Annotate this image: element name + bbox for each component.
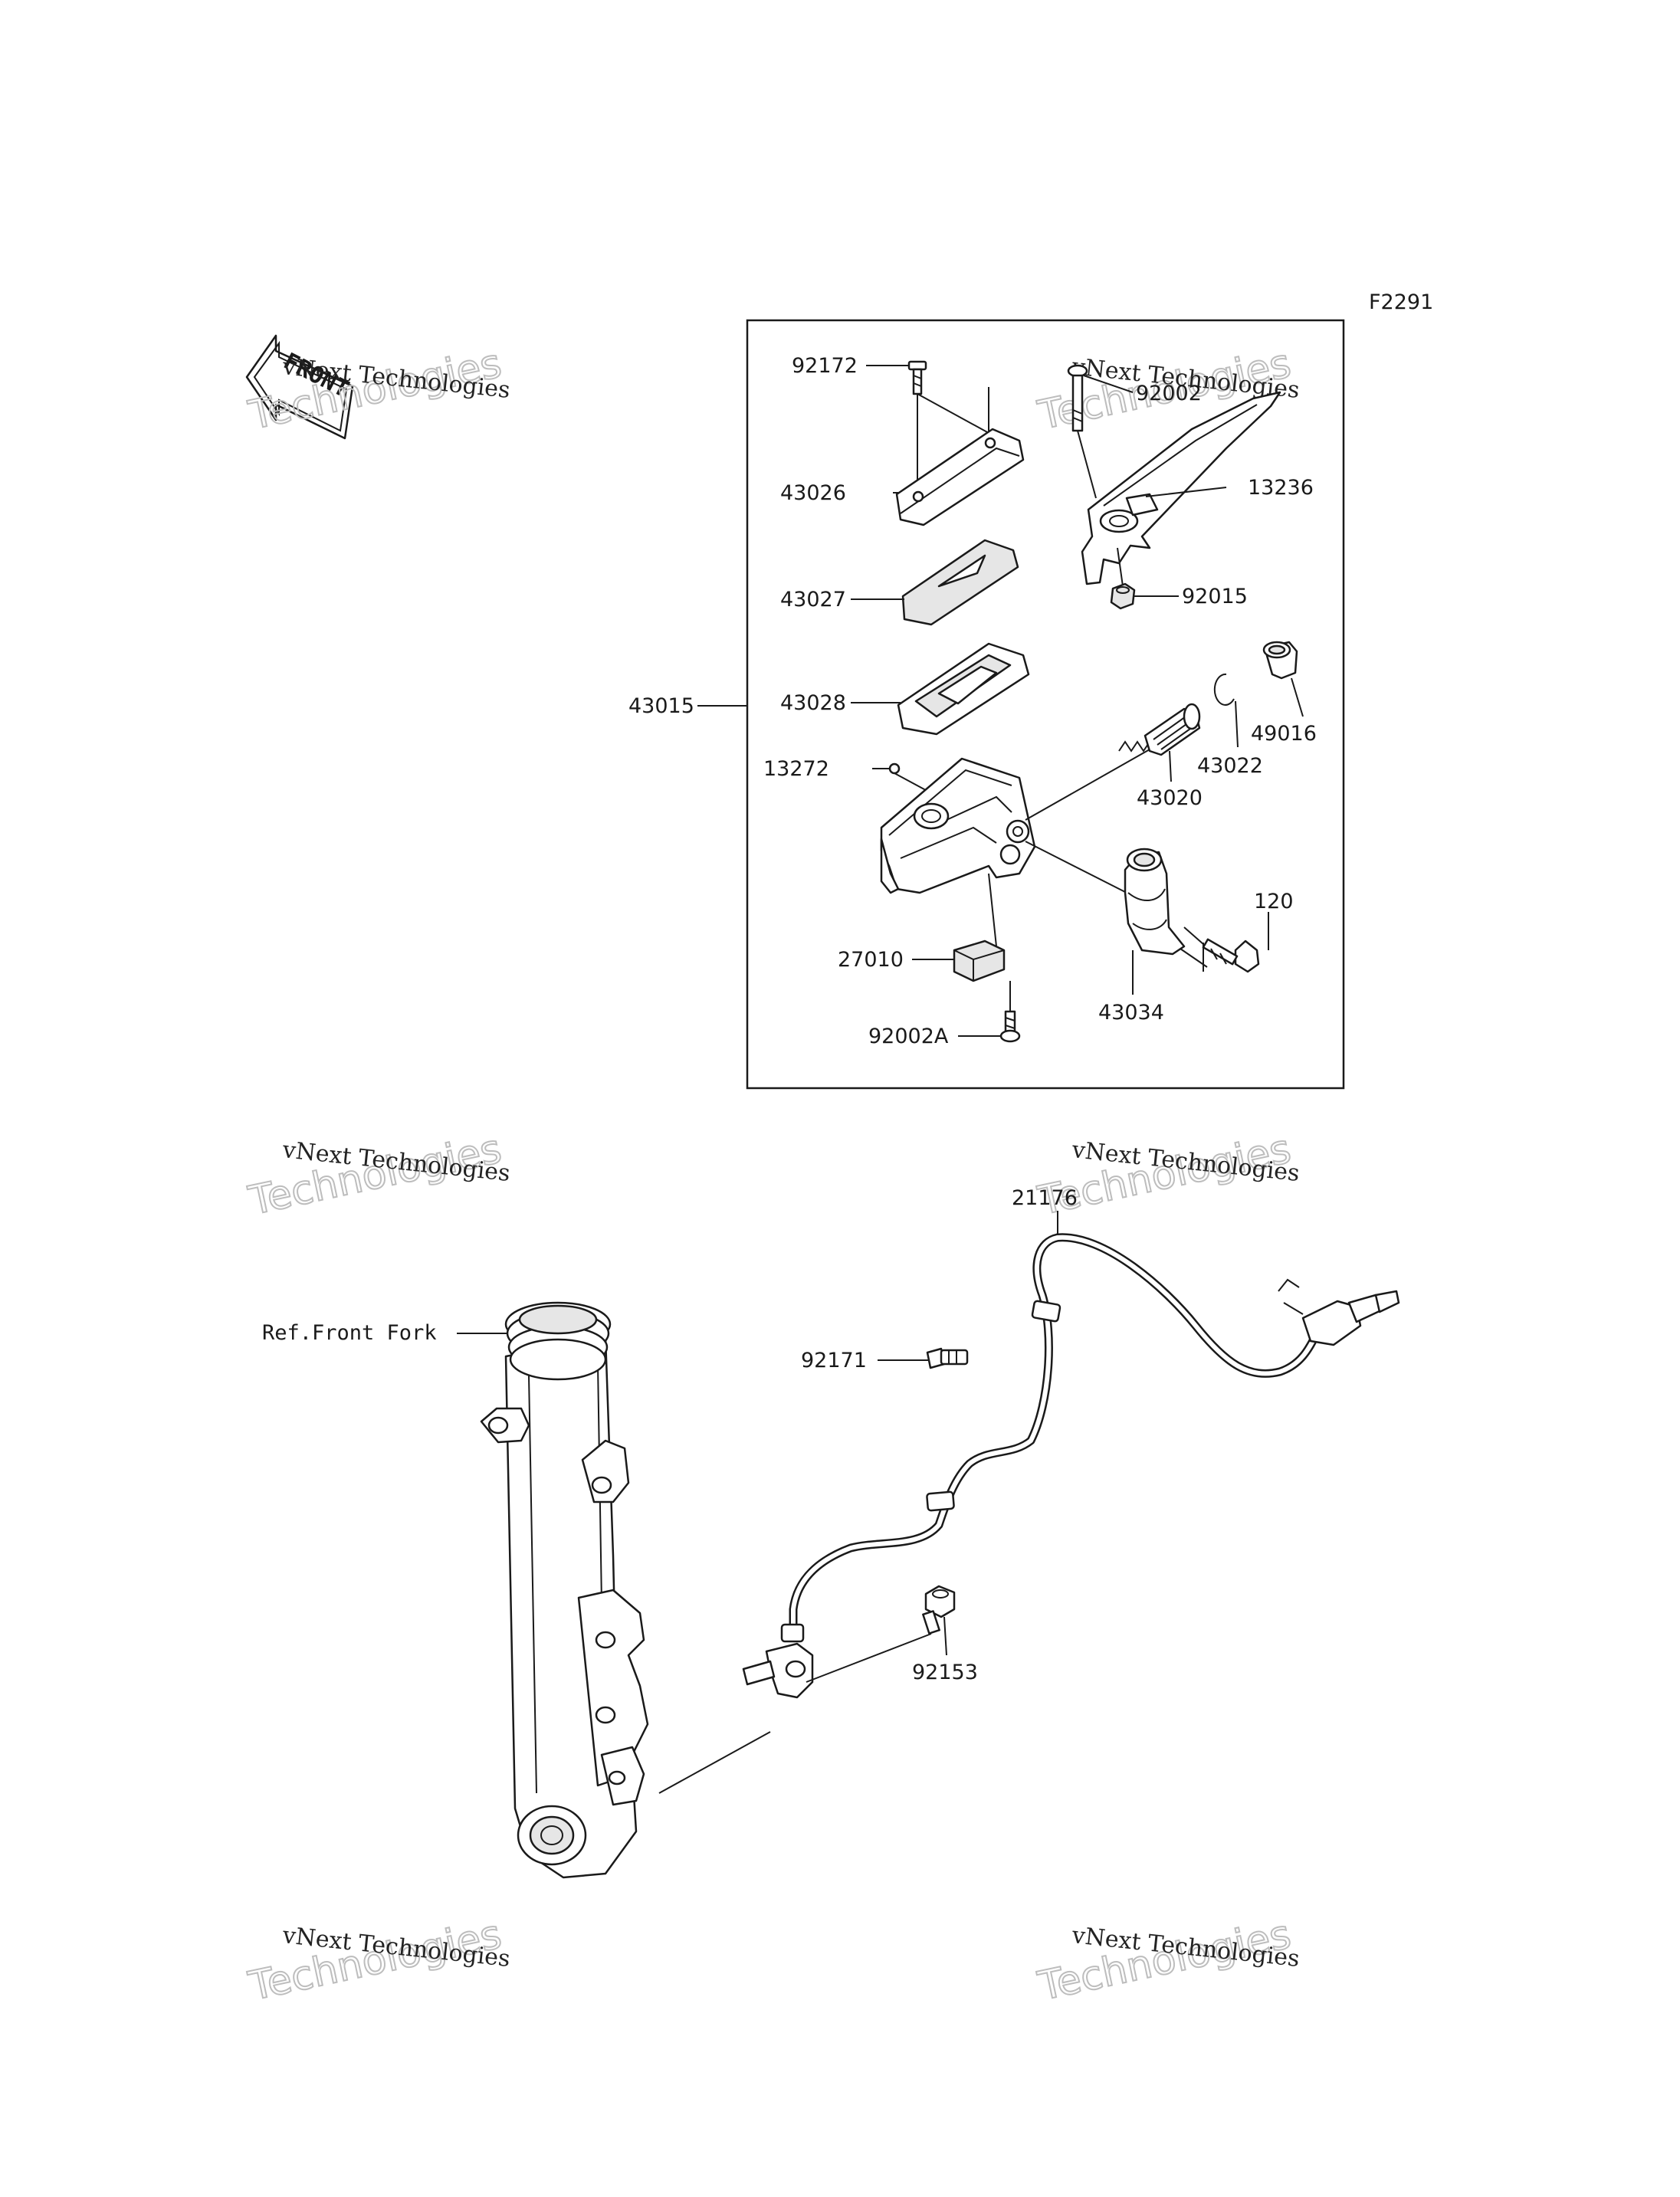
label-43034[interactable]: 43034 xyxy=(1098,1001,1164,1025)
figure-code: F2291 xyxy=(1369,290,1433,314)
label-43027[interactable]: 43027 xyxy=(780,588,846,612)
part-120-bolt[interactable] xyxy=(1202,912,1269,973)
part-92153-bolt[interactable] xyxy=(806,1585,956,1683)
label-43028[interactable]: 43028 xyxy=(780,691,846,715)
label-49016[interactable]: 49016 xyxy=(1251,722,1317,746)
label-92002[interactable]: 92002 xyxy=(1136,382,1202,405)
label-27010[interactable]: 27010 xyxy=(838,948,904,972)
part-92002A-screw[interactable] xyxy=(958,981,1021,1043)
part-43026-reservoir-cap[interactable] xyxy=(895,428,1025,526)
part-92015-nut[interactable] xyxy=(1110,582,1179,610)
part-49016-dust-boot[interactable] xyxy=(1262,641,1304,717)
label-92015[interactable]: 92015 xyxy=(1182,585,1248,608)
part-92171-bolt[interactable] xyxy=(878,1347,969,1369)
part-43022-circlip[interactable] xyxy=(1213,673,1239,748)
label-92002A[interactable]: 92002A xyxy=(868,1025,949,1048)
label-92171[interactable]: 92171 xyxy=(801,1349,867,1372)
label-92153[interactable]: 92153 xyxy=(912,1661,978,1684)
watermark-bottom-left: Technologies vNext Technologies xyxy=(244,1911,511,2011)
label-43026[interactable]: 43026 xyxy=(780,481,846,505)
label-43015[interactable]: 43015 xyxy=(628,694,694,718)
label-21176[interactable]: 21176 xyxy=(1012,1186,1078,1210)
label-13236[interactable]: 13236 xyxy=(1248,476,1314,500)
part-43028-diaphragm[interactable] xyxy=(897,642,1030,736)
part-21176-abs-sensor-harness[interactable] xyxy=(658,1211,1400,1794)
master-cylinder-body[interactable] xyxy=(880,749,1150,947)
front-fork-reference xyxy=(480,1301,649,1879)
label-120[interactable]: 120 xyxy=(1254,890,1294,913)
part-43027-diaphragm-plate[interactable] xyxy=(901,539,1019,626)
watermark-mid-left: Technologies vNext Technologies xyxy=(244,1126,511,1225)
part-92002-bolt[interactable] xyxy=(1067,364,1134,499)
label-92172[interactable]: 92172 xyxy=(792,354,858,378)
part-13236-brake-lever[interactable] xyxy=(1081,391,1281,587)
watermark-top-left: Technologies vNext Technologies xyxy=(244,340,511,440)
part-43034-clamp[interactable] xyxy=(1124,848,1208,995)
watermark-bottom-right: Technologies vNext Technologies xyxy=(1033,1911,1301,2011)
part-43020-piston-kit[interactable] xyxy=(1118,703,1201,782)
label-43020[interactable]: 43020 xyxy=(1137,786,1203,810)
master-cylinder-assembly-box xyxy=(746,319,1345,1090)
label-43022[interactable]: 43022 xyxy=(1197,754,1263,778)
part-27010-brake-switch[interactable] xyxy=(953,939,1006,982)
label-13272[interactable]: 13272 xyxy=(763,757,829,781)
part-92172-screw[interactable] xyxy=(866,360,989,490)
label-ref-front-fork[interactable]: Ref.Front Fork xyxy=(262,1321,437,1345)
